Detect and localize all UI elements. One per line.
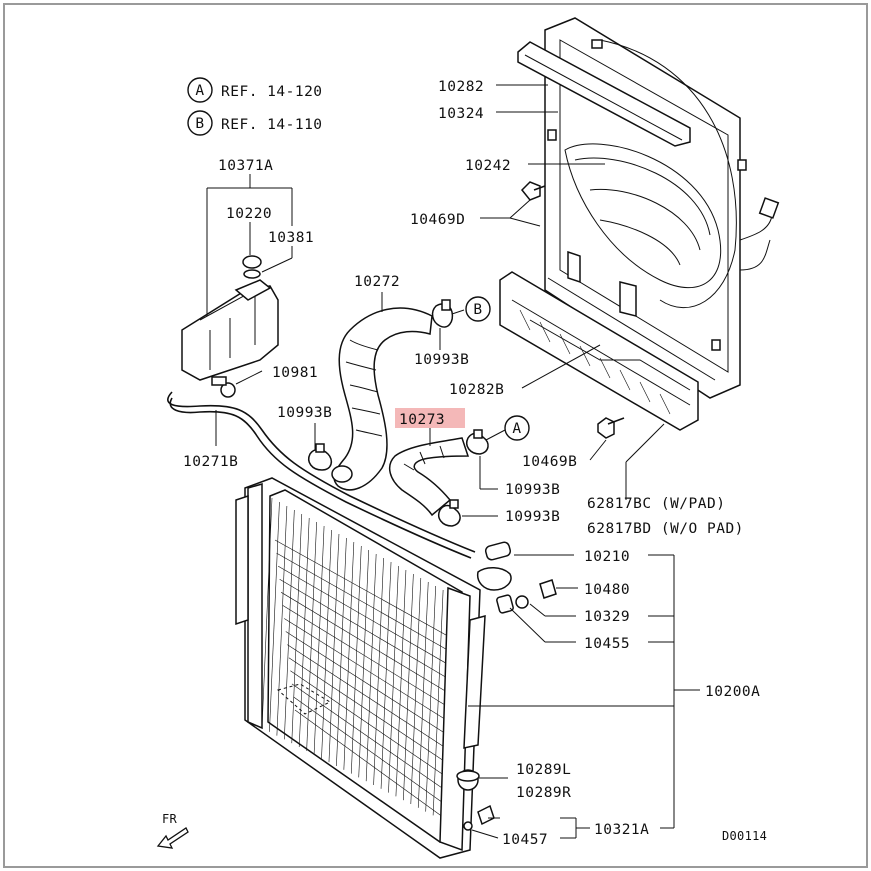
overflow-hose-inner: [169, 397, 472, 559]
radiator-fin-line: [373, 557, 384, 786]
reservoir-tank-drawing: [181, 255, 279, 398]
radiator-drawing: [235, 477, 557, 859]
radiator-core-line: [293, 696, 448, 807]
radiator-fin-line: [358, 549, 370, 778]
part-label-10469d[interactable]: 10469D: [410, 212, 465, 228]
callout-a-letter: A: [512, 421, 521, 437]
leader-lines: [206, 84, 700, 839]
part-label-10381[interactable]: 10381: [268, 230, 314, 246]
radiator-core-line: [285, 631, 451, 738]
part-labels: 10282 10324 10242 10469D 10371A 10220 10…: [183, 79, 760, 848]
radiator-fin-line: [350, 545, 362, 774]
radiator-fin-line: [261, 497, 273, 729]
callout-b-circle: [465, 296, 491, 322]
part-label-10993b-right-lower[interactable]: 10993B: [505, 509, 560, 525]
part-label-10321a[interactable]: 10321A: [594, 822, 649, 838]
lower-shroud-drawing: [499, 271, 699, 431]
radiator-core-line: [274, 539, 456, 641]
diagram-code: D00114: [722, 829, 767, 843]
part-label-10282b[interactable]: 10282B: [449, 382, 504, 398]
fan-shroud-drawing: [517, 17, 780, 399]
radiator-fin-line: [276, 505, 288, 736]
part-label-10289r[interactable]: 10289R: [516, 785, 571, 801]
radiator-fin-line: [380, 561, 392, 789]
radiator-fin-line: [365, 553, 377, 782]
part-label-10480[interactable]: 10480: [584, 582, 630, 598]
radiator-core-line: [276, 552, 455, 655]
part-label-10469b[interactable]: 10469B: [522, 454, 577, 470]
overflow-hose-drawing: [166, 391, 476, 553]
radiator-fin-line: [269, 501, 280, 732]
radiator-fin-line: [388, 565, 399, 793]
radiator-core-line: [282, 605, 453, 710]
radiator-core-line: [279, 578, 454, 682]
part-label-10324[interactable]: 10324: [438, 106, 484, 122]
reference-list: A REF. 14-120 B REF. 14-110: [187, 77, 323, 136]
part-label-10981[interactable]: 10981: [272, 365, 318, 381]
front-direction-marker: FR: [156, 812, 189, 849]
bolt-10469d-drawing: [520, 181, 546, 201]
radiator-fin-line: [291, 513, 303, 744]
radiator-core-line: [277, 565, 454, 668]
radiator-fin-line: [425, 585, 436, 812]
ref-b-circle: [187, 110, 213, 136]
part-label-10993b-left[interactable]: 10993B: [277, 405, 332, 421]
radiator-fin-line: [306, 521, 317, 751]
part-label-10242[interactable]: 10242: [465, 158, 511, 174]
lower-hose-drawing: [388, 437, 470, 517]
part-label-10993b-right-upper[interactable]: 10993B: [505, 482, 560, 498]
part-label-10272[interactable]: 10272: [354, 274, 400, 290]
radiator-fin-line: [284, 509, 295, 740]
hose-clamps-drawing: [308, 299, 489, 527]
radiator-core-line: [291, 683, 449, 793]
highlight-10273: [395, 408, 465, 428]
radiator-core-line: [290, 670, 450, 779]
part-label-10271b[interactable]: 10271B: [183, 454, 238, 470]
part-label-10220[interactable]: 10220: [226, 206, 272, 222]
callout-b-letter: B: [473, 302, 482, 318]
ref-a-text: REF. 14-120: [221, 84, 323, 100]
diagram-border: [3, 3, 868, 868]
part-label-10993b-upper[interactable]: 10993B: [414, 352, 469, 368]
radiator-fin-line: [410, 577, 422, 805]
part-label-10273[interactable]: 10273: [399, 412, 445, 428]
ref-b-text: REF. 14-110: [221, 117, 323, 133]
radiator-fin-line: [395, 569, 407, 797]
ref-a-circle: [187, 77, 213, 103]
front-arrow-icon: [156, 827, 189, 849]
part-label-62817bd[interactable]: 62817BD (W/O PAD): [587, 521, 744, 537]
part-label-10200a[interactable]: 10200A: [705, 684, 760, 700]
part-label-10457[interactable]: 10457: [502, 832, 548, 848]
radiator-core-line: [287, 644, 451, 752]
radiator-core-line: [294, 709, 448, 821]
part-label-10210[interactable]: 10210: [584, 549, 630, 565]
front-marker-text: FR: [162, 812, 178, 826]
radiator-core-line: [288, 657, 450, 765]
radiator-fin-line: [432, 589, 444, 816]
radiator-fin-line: [343, 541, 355, 770]
part-label-10371a[interactable]: 10371A: [218, 158, 273, 174]
radiator-fin-line: [336, 537, 347, 767]
part-label-62817bc[interactable]: 62817BC (W/PAD): [587, 496, 725, 512]
radiator-fin-line: [417, 581, 429, 808]
upper-hose-drawing: [331, 307, 433, 491]
radiator-fin-line: [328, 533, 340, 763]
radiator-fin-line: [321, 529, 332, 759]
part-label-10455[interactable]: 10455: [584, 636, 630, 652]
radiator-fin-line: [298, 517, 310, 748]
callout-a-circle: [504, 415, 530, 441]
bolt-10469b-drawing: [597, 417, 625, 439]
ref-a-letter: A: [195, 83, 204, 99]
ref-b-letter: B: [195, 116, 204, 132]
radiator-core-line: [280, 592, 453, 696]
radiator-core-line: [284, 618, 452, 724]
part-label-10329[interactable]: 10329: [584, 609, 630, 625]
part-label-10289l[interactable]: 10289L: [516, 762, 571, 778]
part-label-10282[interactable]: 10282: [438, 79, 484, 95]
